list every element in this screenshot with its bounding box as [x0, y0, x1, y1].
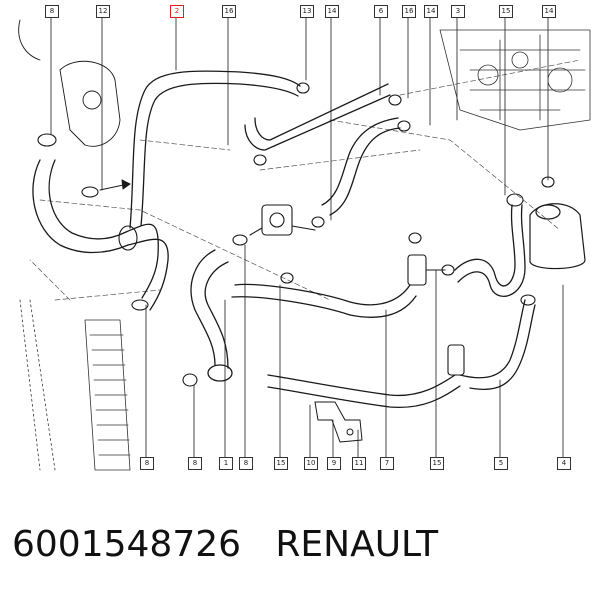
callout-label-15: 15 [430, 457, 444, 470]
callout-label-12: 12 [96, 5, 110, 18]
engine-block-sketch [439, 29, 591, 131]
expansion-tank [529, 203, 586, 270]
callout-label-10: 10 [304, 457, 318, 470]
t-connector [407, 254, 465, 376]
hose-left-lower [32, 159, 169, 311]
callout-label-8: 8 [239, 457, 253, 470]
callout-label-7: 7 [380, 457, 394, 470]
callout-label-8: 8 [188, 457, 202, 470]
callout-label-4: 4 [557, 457, 571, 470]
radiator [19, 299, 131, 471]
callout-label-8: 8 [45, 5, 59, 18]
part-number-caption: 6001548726 RENAULT [12, 524, 439, 565]
hose-clamps [37, 82, 555, 387]
callout-label-13: 13 [300, 5, 314, 18]
callout-label-11: 11 [352, 457, 366, 470]
callout-label-3: 3 [451, 5, 465, 18]
cooling-hose-diagram [18, 16, 591, 471]
thermostat-housing [249, 204, 316, 236]
callout-label-16: 16 [402, 5, 416, 18]
hose-7 [231, 283, 417, 318]
dashed-reference-lines [29, 59, 581, 301]
hose-1 [190, 249, 233, 382]
callout-label-5: 5 [494, 457, 508, 470]
leader-lines [50, 16, 564, 459]
callout-label-2: 2 [170, 5, 184, 18]
callout-label-14: 14 [542, 5, 556, 18]
callout-label-15: 15 [499, 5, 513, 18]
hose-6 [244, 83, 391, 151]
callout-label-14: 14 [325, 5, 339, 18]
hose-4 [454, 204, 526, 297]
callout-label-6: 6 [374, 5, 388, 18]
hose-2 [129, 70, 301, 229]
callout-label-1: 1 [219, 457, 233, 470]
bracket-assembly [314, 401, 363, 443]
water-pump-housing [18, 19, 121, 147]
callout-label-16: 16 [222, 5, 236, 18]
callout-label-14: 14 [424, 5, 438, 18]
hose-3 [321, 117, 401, 216]
callout-label-9: 9 [327, 457, 341, 470]
callout-label-15: 15 [274, 457, 288, 470]
callout-label-8: 8 [140, 457, 154, 470]
direction-arrow [99, 179, 131, 191]
hose-5 [267, 299, 536, 409]
